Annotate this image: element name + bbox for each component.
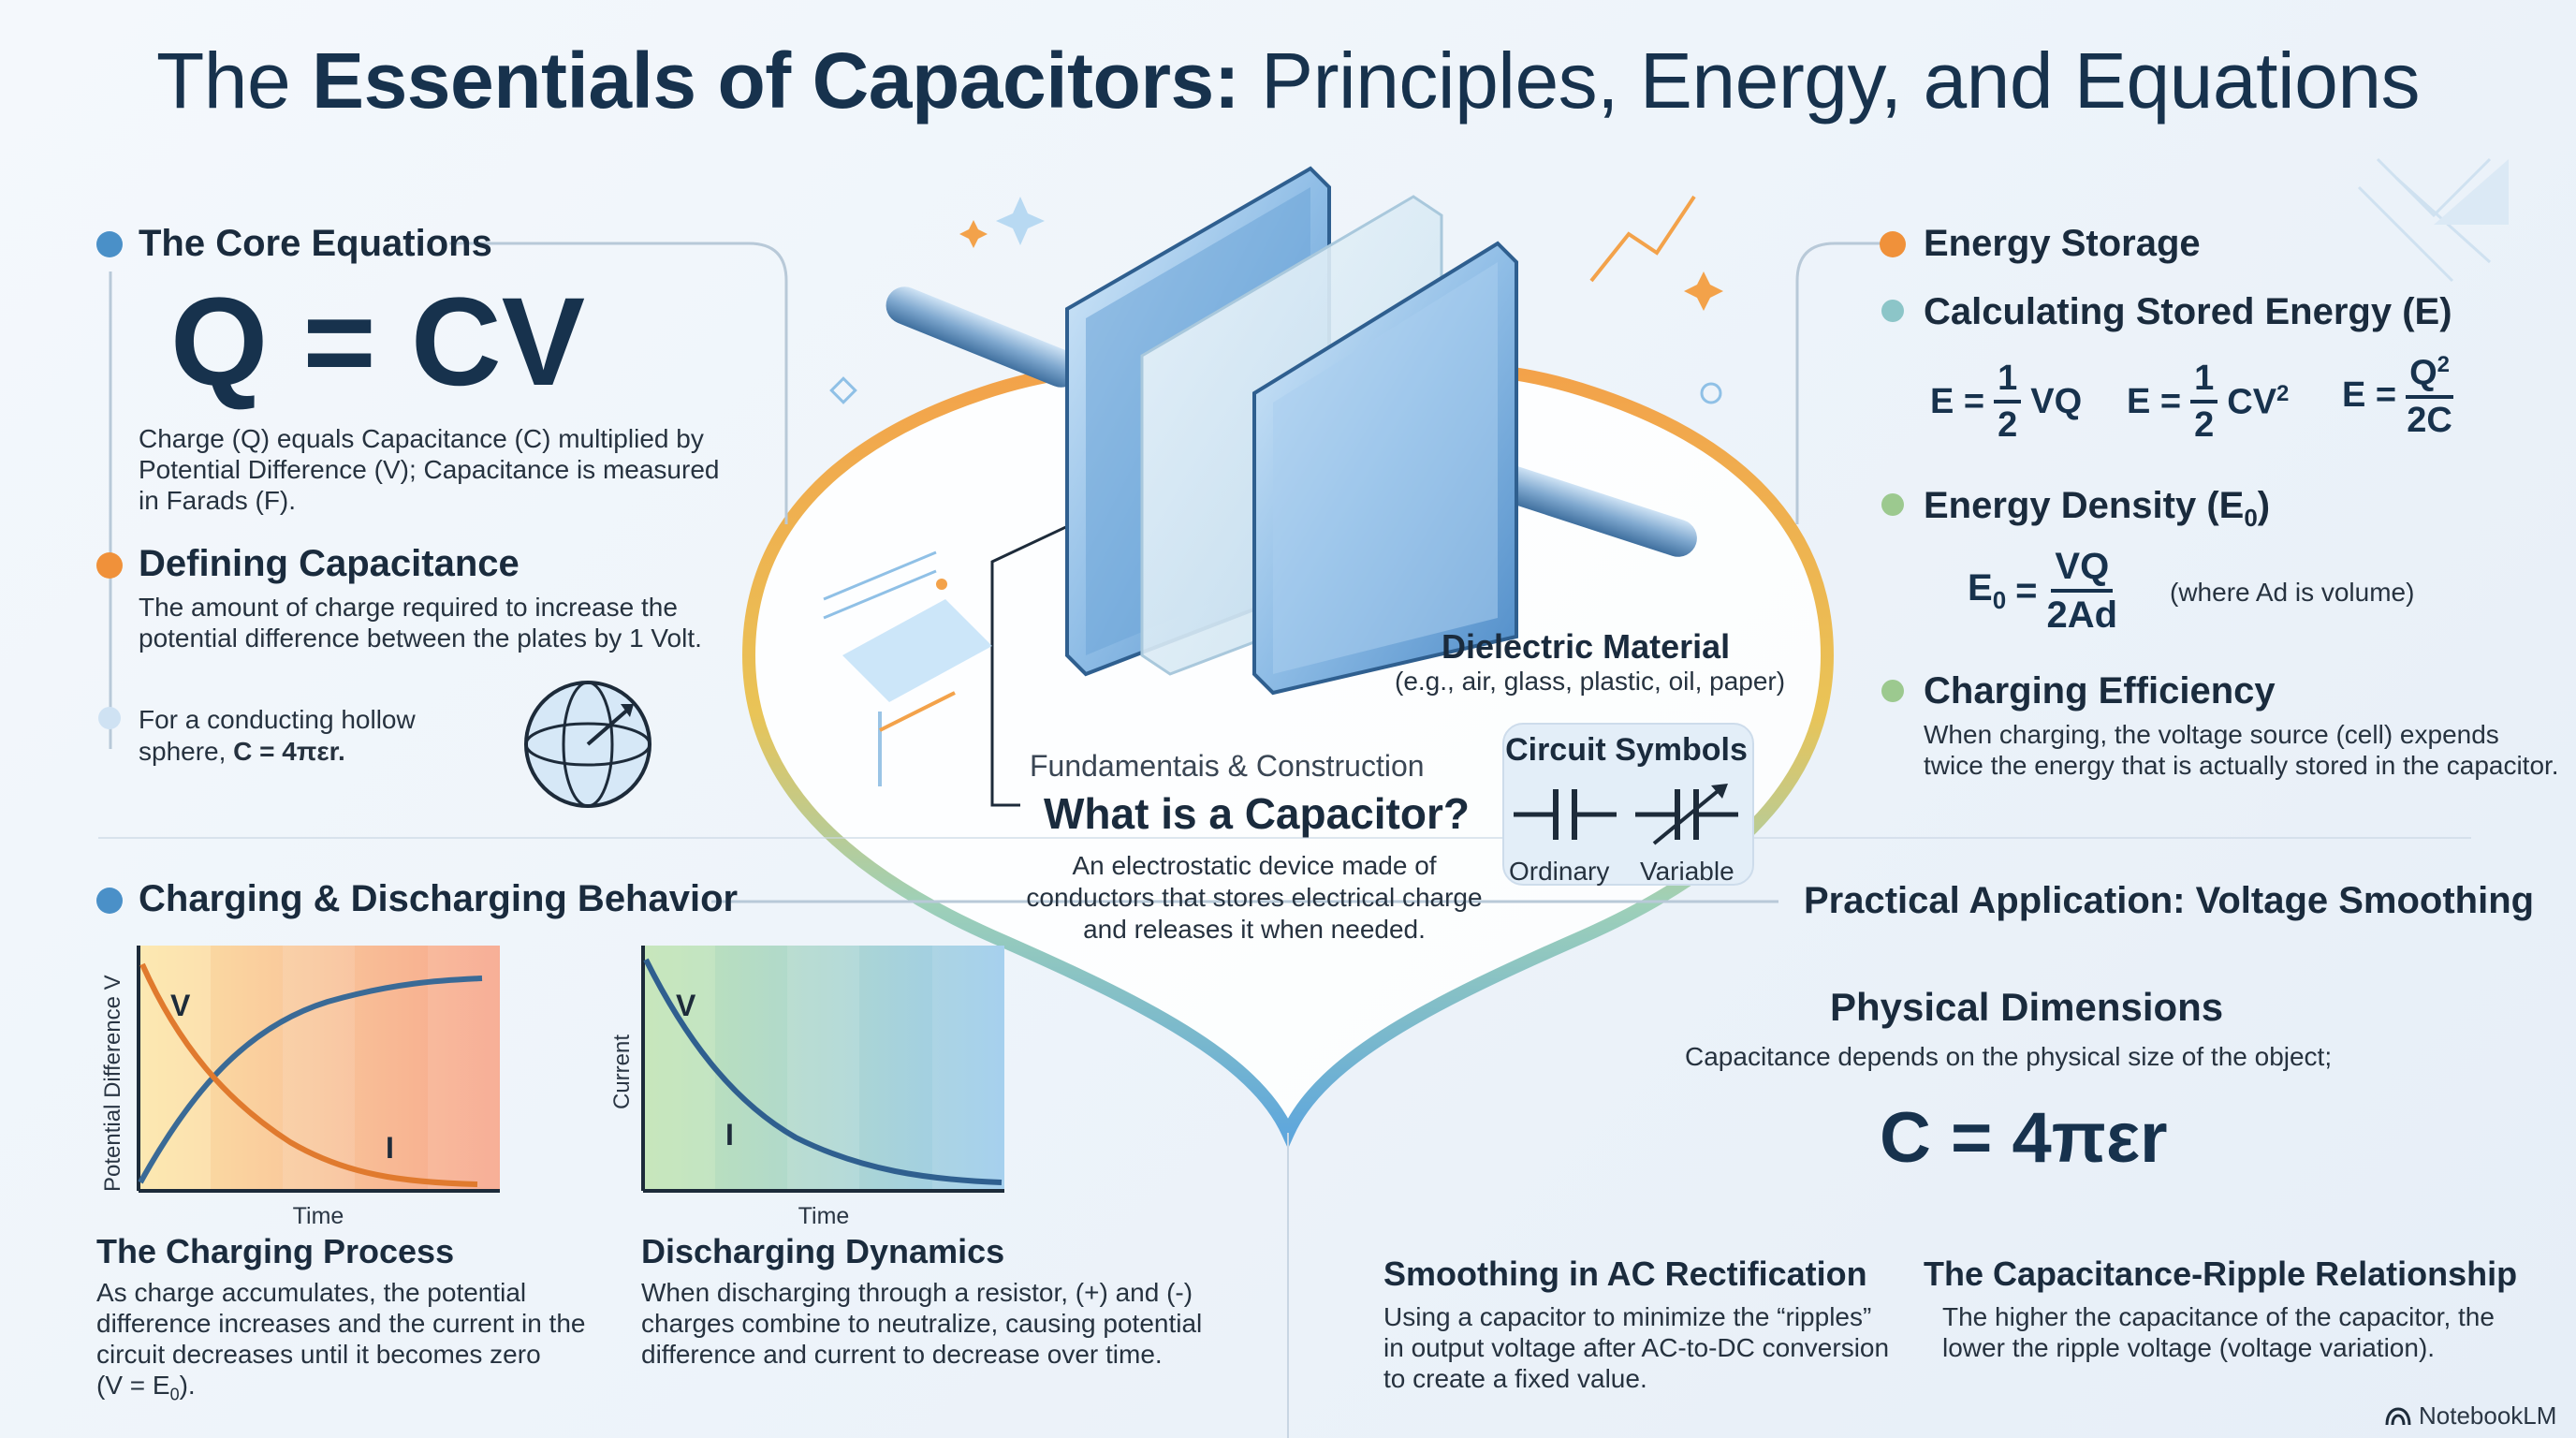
discharging-desc: When discharging through a resistor, (+)… bbox=[641, 1278, 1203, 1369]
charging-v-label: V bbox=[170, 989, 191, 1022]
sphere-dot bbox=[98, 707, 121, 729]
calc-energy-dot bbox=[1881, 300, 1904, 322]
physical-dimensions-desc: Capacitance depends on the physical size… bbox=[1685, 1042, 2333, 1071]
charging-current-curve bbox=[139, 962, 478, 1187]
dielectric-label: Dielectric Material bbox=[1442, 627, 1731, 666]
discharging-curve bbox=[643, 958, 1003, 1185]
main-equation: Q = CV bbox=[170, 272, 586, 412]
core-equations-dot bbox=[96, 231, 123, 257]
energy-density-heading: Energy Density (E0) bbox=[1924, 485, 2271, 532]
physical-dimensions-eq: C = 4πεr bbox=[1880, 1098, 2168, 1178]
energy-storage-dot bbox=[1880, 231, 1906, 257]
charging-y-label: Potential Difference V bbox=[100, 975, 125, 1192]
charging-behavior-dot bbox=[96, 888, 123, 914]
smoothing-desc: Using a capacitor to minimize the “rippl… bbox=[1383, 1302, 1890, 1393]
defining-dot bbox=[96, 552, 123, 579]
smoothing-heading: Smoothing in AC Rectification bbox=[1383, 1255, 1867, 1293]
core-equations-desc: Charge (Q) equals Capacitance (C) multip… bbox=[139, 424, 720, 515]
discharging-y-label: Current bbox=[609, 1034, 635, 1109]
charging-efficiency-desc: When charging, the voltage source (cell)… bbox=[1924, 720, 2559, 780]
defining-capacitance-desc: The amount of charge required to increas… bbox=[139, 593, 702, 653]
defining-capacitance-heading: Defining Capacitance bbox=[139, 543, 520, 584]
circuit-symbols-title: Circuit Symbols bbox=[1505, 732, 1748, 768]
center-subtitle: Fundamentais & Construction bbox=[1030, 749, 1425, 783]
charging-efficiency-dot bbox=[1881, 680, 1904, 702]
ripple-heading: The Capacitance-Ripple Relationship bbox=[1924, 1255, 2518, 1293]
notebooklm-logo: NotebookLM bbox=[2385, 1401, 2556, 1431]
core-equations-heading: The Core Equations bbox=[139, 223, 492, 264]
energy-density-dot bbox=[1881, 493, 1904, 516]
symbol-ordinary-label: Ordinary bbox=[1509, 857, 1610, 886]
circuit-symbols-panel bbox=[1502, 723, 1754, 886]
sphere-icon bbox=[524, 681, 651, 808]
what-is-capacitor-heading: What is a Capacitor? bbox=[1044, 789, 1470, 838]
energy-density-note: (where Ad is volume) bbox=[2170, 578, 2415, 607]
page-title: The Essentials of Capacitors: Principles… bbox=[155, 37, 2421, 125]
discharging-x-label: Time bbox=[798, 1203, 850, 1229]
sphere-line1: For a conducting hollow bbox=[139, 705, 416, 734]
energy-storage-heading: Energy Storage bbox=[1924, 223, 2201, 264]
discharging-chart: V I Current Time bbox=[609, 946, 1004, 1229]
charging-x-label: Time bbox=[293, 1203, 344, 1229]
discharging-v-label: V bbox=[676, 989, 696, 1022]
charging-process-desc: As charge accumulates, the potential dif… bbox=[96, 1278, 586, 1404]
ripple-desc: The higher the capacitance of the capaci… bbox=[1942, 1302, 2495, 1362]
notebooklm-icon bbox=[2385, 1406, 2411, 1425]
charging-voltage-curve bbox=[138, 976, 483, 1184]
discharging-heading: Discharging Dynamics bbox=[641, 1232, 1005, 1270]
discharging-i-label: I bbox=[725, 1118, 734, 1152]
practical-heading: Practical Application: Voltage Smoothing bbox=[1804, 880, 2535, 921]
charging-process-heading: The Charging Process bbox=[96, 1232, 455, 1270]
calc-energy-heading: Calculating Stored Energy (E) bbox=[1924, 291, 2452, 332]
charging-i-label: I bbox=[386, 1131, 394, 1165]
sphere-line2: sphere, C = 4πεr. bbox=[139, 737, 345, 766]
what-is-capacitor-desc: An electrostatic device made of conducto… bbox=[1026, 851, 1483, 944]
symbol-variable-label: Variable bbox=[1640, 857, 1734, 886]
physical-dimensions-heading: Physical Dimensions bbox=[1830, 985, 2224, 1029]
charging-behavior-heading: Charging & Discharging Behavior bbox=[139, 878, 739, 919]
capacitor-symbols-icon bbox=[1514, 784, 1738, 845]
dielectric-examples: (e.g., air, glass, plastic, oil, paper) bbox=[1395, 667, 1786, 696]
charging-chart: V I Potential Difference V Time bbox=[100, 946, 500, 1229]
charging-efficiency-heading: Charging Efficiency bbox=[1924, 670, 2276, 712]
